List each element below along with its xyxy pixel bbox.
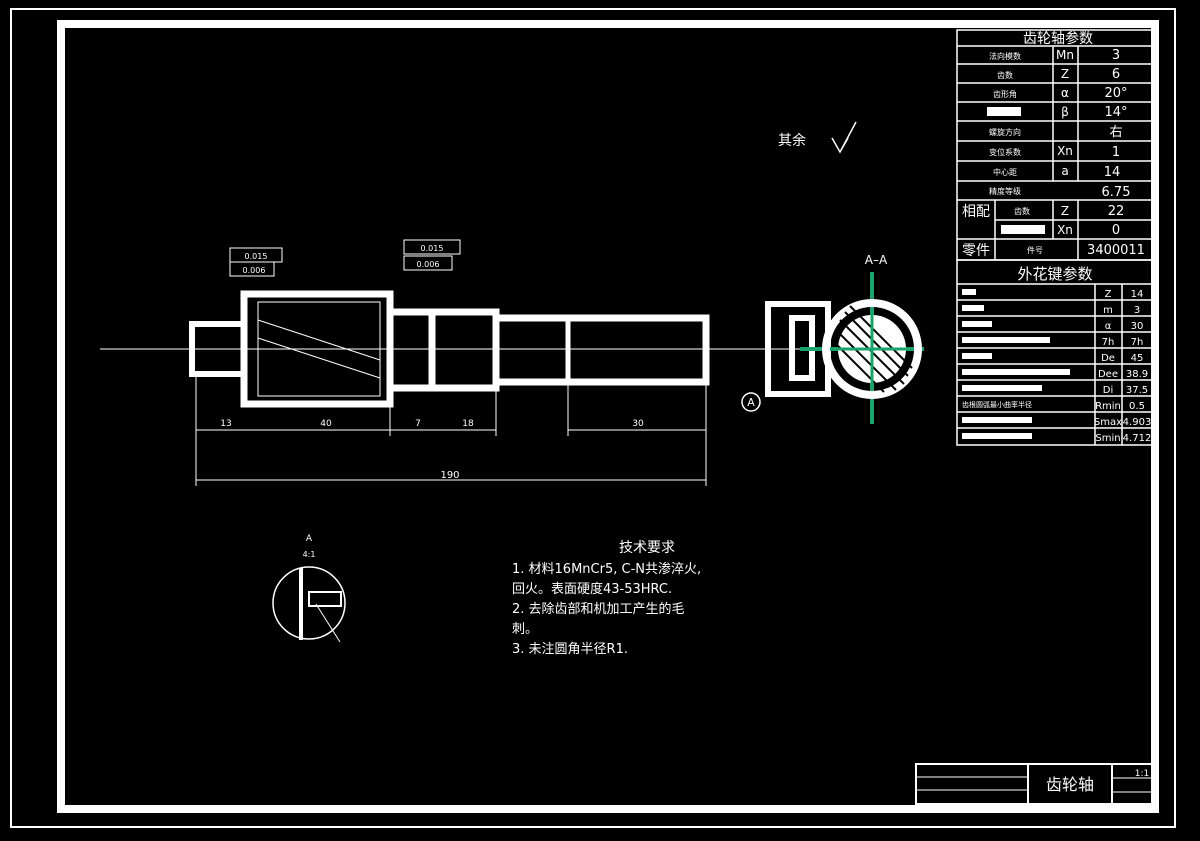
tech-req-title: 技术要求 (619, 540, 675, 556)
section-label: A–A (865, 253, 888, 267)
detail-label: A (306, 534, 313, 544)
part-number-label: 件号 (1027, 245, 1043, 255)
gear-param-table (956, 29, 1154, 261)
dim-d3: 7 (415, 419, 421, 429)
gear-row-val: 6.75 (1102, 185, 1131, 200)
redacted-label (962, 369, 1070, 375)
spline-row-sym: Z (1105, 289, 1112, 300)
tech-req-line: 2. 去除齿部和机加工产生的毛 (512, 602, 685, 617)
part-number-value: 3400011 (1087, 243, 1145, 258)
gear-row-sym: Z (1061, 67, 1069, 81)
gear-row-val: 14° (1104, 105, 1127, 120)
detail-view (272, 566, 346, 643)
gear-row-val: 6 (1112, 67, 1120, 82)
tech-req-line: 1. 材料16MnCr5, C-N共渗淬火, (512, 562, 702, 577)
spline-table-title: 外花键参数 (1017, 265, 1092, 283)
dim-d1: 13 (220, 419, 231, 429)
mating-teeth-sym: Z (1061, 204, 1069, 218)
spline-row-sym: α (1105, 321, 1112, 332)
spline-row-val: 7h (1131, 337, 1144, 348)
datum-label: A (747, 396, 755, 409)
gear-row-label: 中心距 (993, 167, 1017, 177)
spline-param-table (956, 259, 1154, 446)
tech-req-line: 3. 未注圆角半径R1. (512, 642, 628, 657)
dim-d4: 18 (462, 419, 474, 429)
redacted-label (962, 417, 1032, 423)
spline-row-val: 0.5 (1129, 401, 1145, 412)
datum-circle-icon (741, 392, 761, 412)
gear-row-label: 变位系数 (989, 147, 1021, 157)
redacted-label (962, 321, 992, 327)
gear-row-val: 14 (1104, 165, 1121, 180)
gear-row-label: 齿形角 (993, 89, 1017, 99)
spline-row-label: 齿根圆弧最小曲率半径 (962, 400, 1032, 409)
spline-row-val: 37.5 (1126, 385, 1148, 396)
gear-row-label: 螺旋方向 (989, 127, 1021, 137)
redacted-label (962, 289, 976, 295)
outer-border (10, 8, 1176, 828)
tech-req-line: 回火。表面硬度43-53HRC. (512, 582, 673, 597)
redacted-label (962, 353, 992, 359)
gear-row-label: 法向模数 (989, 51, 1021, 61)
gear-row-sym: β (1061, 105, 1069, 119)
spline-row-val: 38.9 (1126, 369, 1148, 380)
dim-d5: 30 (632, 419, 644, 429)
gear-row-sym: Xn (1057, 144, 1073, 158)
detail-scale: 4:1 (303, 550, 316, 559)
tech-req-line: 刺。 (512, 622, 539, 637)
mating-teeth-val: 22 (1108, 204, 1125, 219)
gear-row-sym: Mn (1056, 48, 1074, 62)
redacted-label (987, 107, 1021, 116)
redacted-label (962, 305, 984, 311)
spline-row-sym: 7h (1102, 337, 1115, 348)
spline-row-sym: Dee (1098, 369, 1118, 380)
spline-section (800, 272, 924, 424)
gear-table-title: 齿轮轴参数 (1023, 30, 1093, 47)
gear-row-label: 齿数 (997, 70, 1013, 80)
spline-row-val: 4.903 (1123, 417, 1152, 428)
dim-d2: 40 (320, 419, 332, 429)
drawing-frame (57, 20, 1159, 813)
redacted-label (962, 337, 1050, 343)
gear-row-val: 20° (1104, 86, 1127, 101)
spline-row-sym: Rmin (1095, 401, 1121, 412)
spline-row-sym: Di (1103, 385, 1113, 396)
gear-row-val: 右 (1109, 125, 1122, 140)
tolerance-value: 0.015 (245, 252, 268, 261)
title-block (915, 763, 1153, 805)
tolerance-value: 0.006 (417, 260, 440, 269)
gear-row-sym: α (1061, 86, 1069, 100)
spline-row-sym: Smax (1094, 417, 1122, 428)
mating-shift-sym: Xn (1057, 223, 1073, 237)
gear-row-val: 3 (1112, 48, 1120, 63)
spline-row-val: 4.712 (1123, 433, 1152, 444)
spline-row-sym: De (1101, 353, 1115, 364)
spline-row-sym: Smin (1095, 433, 1120, 444)
tolerance-value: 0.015 (421, 244, 444, 253)
dim-total: 190 (440, 470, 459, 481)
surface-note: 其余 (778, 132, 806, 149)
gear-row-val: 1 (1112, 145, 1120, 160)
tech-requirements: 技术要求 1. 材料16MnCr5, C-N共渗淬火, 回火。表面硬度43-53… (512, 538, 752, 660)
spline-row-val: 14 (1131, 289, 1144, 300)
drawing-scale: 1:1 (1135, 769, 1149, 779)
spline-row-val: 45 (1131, 353, 1144, 364)
gear-row-sym: a (1061, 164, 1068, 178)
mating-label: 相配 (962, 204, 990, 220)
redacted-label (962, 433, 1032, 439)
shaft-main-view (100, 239, 730, 486)
spline-row-val: 3 (1134, 305, 1140, 316)
redacted-label (1001, 225, 1045, 234)
gear-row-label: 精度等级 (989, 186, 1021, 196)
spline-row-sym: m (1103, 305, 1113, 316)
mating-shift-val: 0 (1112, 223, 1120, 238)
roughness-symbol-icon (831, 121, 857, 154)
mating-teeth-label: 齿数 (1014, 206, 1030, 216)
tolerance-value: 0.006 (243, 266, 266, 275)
spline-row-val: 30 (1131, 321, 1144, 332)
redacted-label (962, 385, 1042, 391)
part-group-label: 零件 (962, 243, 990, 259)
drawing-title: 齿轮轴 (1046, 775, 1094, 794)
